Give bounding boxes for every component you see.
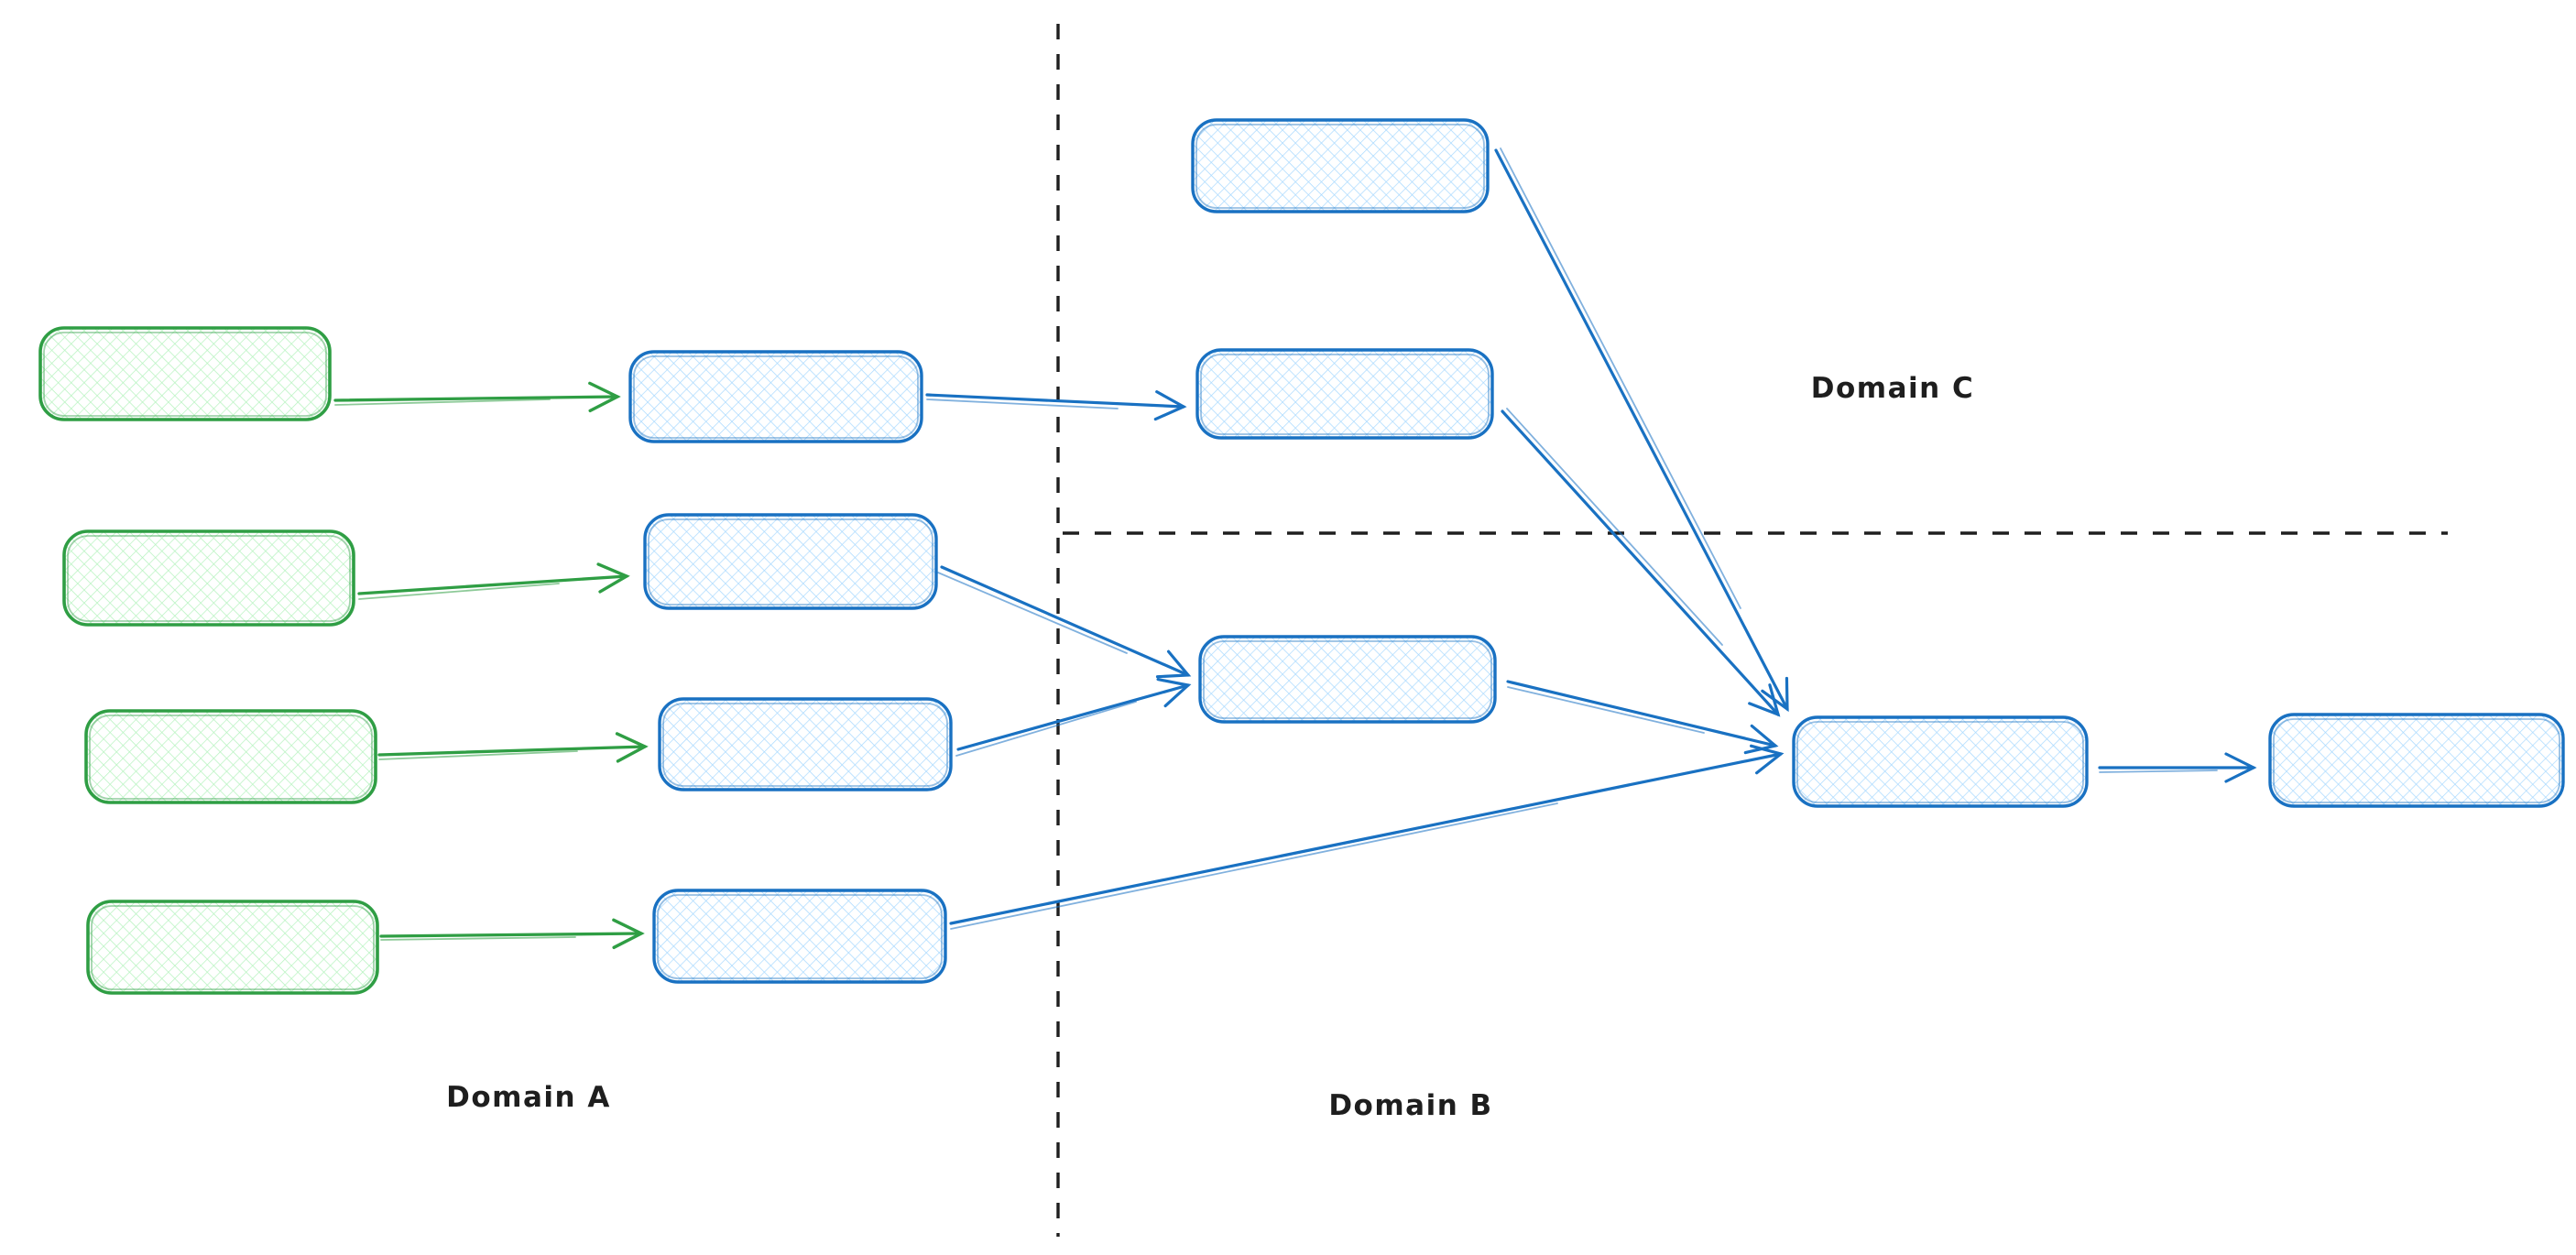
node-blue-b-hub — [1792, 715, 2089, 808]
edge-green1-to-blueA1 — [333, 381, 621, 413]
nodes-green — [38, 326, 379, 995]
node-blue-c-mid — [1195, 348, 1494, 440]
nodes-blue — [628, 118, 2565, 984]
edge-green2-echo — [358, 583, 560, 600]
edge-blueBleft-echo — [1507, 686, 1705, 734]
edge-blueA2-echo — [937, 572, 1128, 654]
node-blue-a-1 — [628, 350, 923, 443]
edge-green1-echo — [334, 398, 551, 406]
node-blue-c-top — [1191, 118, 1490, 213]
edge-blueCmid-to-hub — [1501, 409, 1781, 717]
node-blue-a-3 — [658, 697, 953, 791]
edge-blueCtop-echo — [1500, 147, 1741, 609]
edge-blueA4-to-hub — [949, 744, 1785, 925]
node-green-source-2 — [62, 529, 355, 627]
edge-hub-echo — [2099, 769, 2218, 773]
edge-green3-echo — [378, 750, 578, 760]
domain-c-label: Domain C — [1811, 372, 1975, 405]
node-green-source-1 — [38, 326, 332, 421]
edge-blueA3-to-blueBleft — [956, 678, 1192, 751]
edge-blueA1-to-blueCmid — [925, 390, 1187, 421]
edge-blueA1-echo — [926, 398, 1119, 409]
domain-b-label: Domain B — [1328, 1089, 1492, 1122]
edge-blueA2-to-blueBleft — [940, 565, 1192, 679]
domain-labels: Domain A Domain B Domain C — [446, 372, 1975, 1122]
node-blue-a-4 — [652, 889, 947, 984]
edge-green4-to-blueA4 — [379, 918, 645, 950]
domain-dividers — [1056, 24, 2448, 1237]
edge-blueBleft-to-hub — [1506, 680, 1779, 755]
edge-green4-echo — [380, 936, 576, 941]
node-blue-b-left — [1198, 635, 1497, 724]
node-green-source-3 — [84, 709, 377, 804]
node-blue-b-output — [2268, 713, 2565, 808]
edge-blueA4-echo — [950, 802, 1558, 930]
edge-green2-to-blueA2 — [357, 562, 630, 595]
edge-blueCmid-echo — [1506, 408, 1723, 646]
edge-blueCtop-to-hub — [1494, 148, 1789, 713]
edges-blue — [925, 147, 2257, 930]
edges-green — [333, 381, 649, 950]
edge-green3-to-blueA3 — [377, 732, 649, 763]
node-blue-a-2 — [643, 513, 938, 610]
edge-blueA3-echo — [955, 701, 1137, 757]
node-green-source-4 — [86, 900, 379, 995]
domain-a-label: Domain A — [446, 1081, 611, 1114]
